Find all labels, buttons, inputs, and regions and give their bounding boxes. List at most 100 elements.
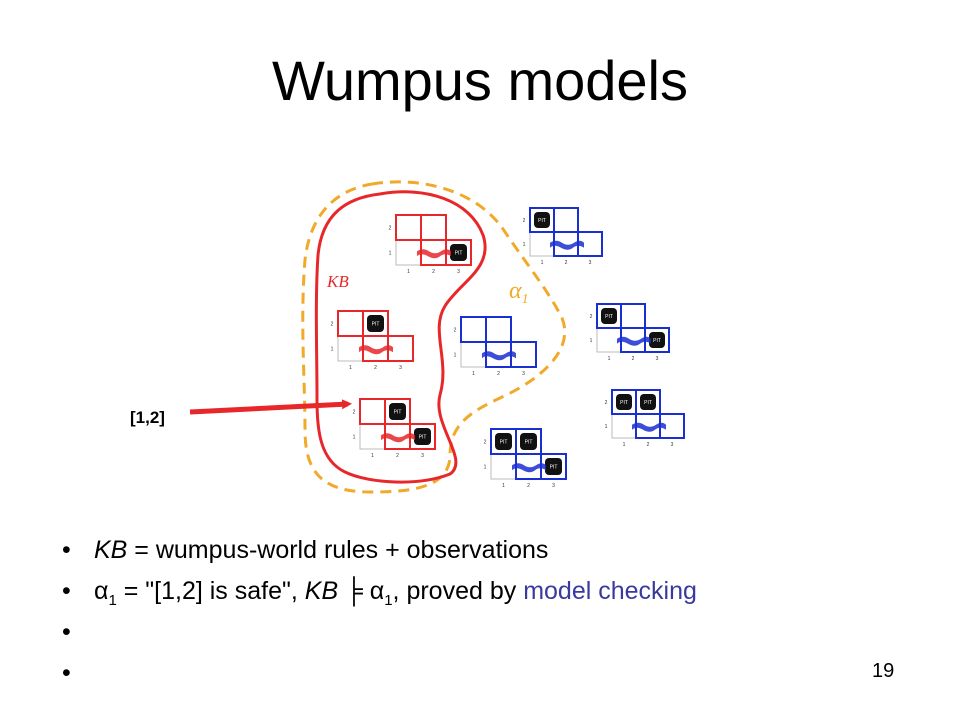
axis-number: 1 xyxy=(608,356,611,362)
page-number: 19 xyxy=(872,660,895,682)
grid-cell xyxy=(359,423,386,450)
bullet-list: •KB = wumpus-world rules + observations … xyxy=(62,530,697,694)
axis-number: 2 xyxy=(565,260,568,266)
axis-number: 3 xyxy=(399,365,402,371)
breeze-icon xyxy=(359,345,393,355)
axis-number: 2 xyxy=(605,400,608,406)
pit-icon xyxy=(367,315,384,332)
axis-number: 2 xyxy=(353,410,356,416)
axis-number: 2 xyxy=(523,218,526,224)
bullet-text: , proved by xyxy=(392,577,524,605)
axis-number: 1 xyxy=(472,371,475,377)
axis-number: 3 xyxy=(656,356,659,362)
model-grid: PIT PIT PIT 1 2 3 1 2 xyxy=(484,428,567,489)
bullet-alpha-definition: •α1 = "[1,2] is safe", KB ╞ α1, proved b… xyxy=(62,571,697,612)
axis-number: 3 xyxy=(671,442,674,448)
breeze-icon xyxy=(482,351,516,361)
bullet-dot: • xyxy=(62,577,71,605)
pit-label: PIT xyxy=(653,338,661,344)
pit-icon xyxy=(495,433,512,450)
pit-icon xyxy=(520,433,537,450)
axis-number: 1 xyxy=(389,251,392,257)
axis-number: 1 xyxy=(407,269,410,275)
breeze-icon xyxy=(417,249,451,259)
model-grid: PIT PIT 1 2 3 1 2 xyxy=(590,303,670,362)
kb-term: KB xyxy=(94,536,128,564)
axis-number: 2 xyxy=(527,483,530,489)
pit-label: PIT xyxy=(644,400,652,406)
alpha-subscript: 1 xyxy=(108,592,117,609)
grid-cell xyxy=(620,303,646,329)
alpha-subscript: 1 xyxy=(384,592,393,609)
axis-number: 1 xyxy=(484,465,487,471)
grid-cell xyxy=(359,398,386,425)
alpha1-label: α1 xyxy=(509,278,529,307)
axis-number: 2 xyxy=(590,314,593,320)
axis-number: 3 xyxy=(457,269,460,275)
pit-icon xyxy=(450,244,467,261)
axis-number: 1 xyxy=(502,483,505,489)
grid-cell xyxy=(460,316,487,343)
pit-label: PIT xyxy=(394,410,402,416)
pit-label: PIT xyxy=(455,251,463,257)
bullet-kb-definition: • KB = wumpus-world rules + observations xyxy=(62,530,697,571)
pit-icon xyxy=(389,403,406,420)
entails-symbol: ╞ xyxy=(338,577,370,605)
axis-number: 2 xyxy=(484,440,487,446)
bullet-dot: • xyxy=(62,536,71,564)
axis-number: 2 xyxy=(331,322,334,328)
axis-number: 2 xyxy=(374,365,377,371)
axis-number: 3 xyxy=(522,371,525,377)
alpha-term: α xyxy=(369,577,385,605)
breeze-icon xyxy=(632,422,666,432)
pit-label: PIT xyxy=(500,440,508,446)
pit-label: PIT xyxy=(605,314,613,320)
axis-number: 1 xyxy=(349,365,352,371)
axis-number: 2 xyxy=(396,453,399,459)
bullet-dot: • xyxy=(62,659,71,687)
axis-number: 3 xyxy=(552,483,555,489)
pit-icon xyxy=(640,394,656,410)
axis-number: 1 xyxy=(590,338,593,344)
pit-label: PIT xyxy=(550,465,558,471)
axis-number: 2 xyxy=(647,442,650,448)
axis-number: 1 xyxy=(541,260,544,266)
breeze-icon xyxy=(617,336,651,346)
grid-cell xyxy=(553,207,579,233)
breeze-icon xyxy=(512,463,546,473)
axis-number: 3 xyxy=(589,260,592,266)
pit-icon xyxy=(545,458,562,475)
kb-boundary xyxy=(314,190,487,484)
pit-icon xyxy=(601,308,617,324)
breeze-icon xyxy=(381,433,415,443)
model-checking-term: model checking xyxy=(523,577,697,605)
alpha1-boundary xyxy=(301,180,567,494)
pit-label: PIT xyxy=(525,440,533,446)
grid-cell xyxy=(485,316,512,343)
axis-number: 3 xyxy=(421,453,424,459)
pit-icon xyxy=(649,332,665,348)
bullet-text: = "[1,2] is safe", xyxy=(116,577,305,605)
kb-label: KB xyxy=(326,272,349,291)
axis-number: 1 xyxy=(605,424,608,430)
bullet-empty: • xyxy=(62,612,697,653)
grid-cell xyxy=(395,239,422,266)
kb-term: KB xyxy=(304,577,339,605)
axis-number: 2 xyxy=(632,356,635,362)
pit-label: PIT xyxy=(620,400,628,406)
bullet-empty: • xyxy=(62,653,697,694)
axis-number: 1 xyxy=(371,453,374,459)
bullet-text: = wumpus-world rules + observations xyxy=(127,536,549,564)
grid-cell xyxy=(337,310,364,337)
grid-cell xyxy=(395,214,422,241)
axis-number: 2 xyxy=(432,269,435,275)
pointer-label: [1,2] xyxy=(130,408,165,427)
grid-cell xyxy=(420,214,447,241)
bullet-dot: • xyxy=(62,618,71,646)
axis-number: 1 xyxy=(454,353,457,359)
